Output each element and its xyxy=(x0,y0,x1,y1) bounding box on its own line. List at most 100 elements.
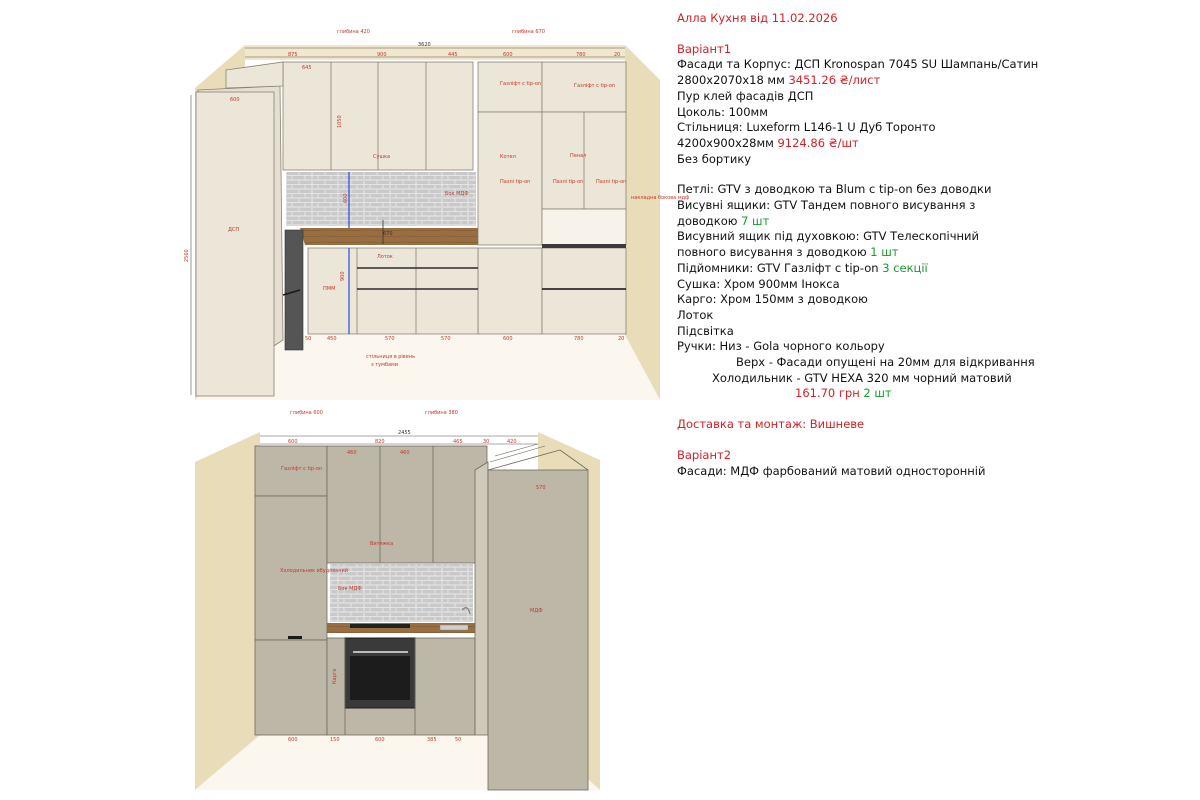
tall-cabinets xyxy=(477,111,627,335)
side-upper xyxy=(225,61,284,89)
d1-upper-height: 1050 xyxy=(337,115,343,128)
d1-top-dim-1: 900 xyxy=(377,52,387,58)
d2-right-dim: 570 xyxy=(536,485,546,491)
floor xyxy=(195,335,660,400)
backsplash xyxy=(286,172,476,226)
document-title: Алла Кухня від 11.02.2026 xyxy=(677,11,838,25)
d2-top-dim-4: 420 xyxy=(507,439,517,445)
d1-label-tray: Лоток xyxy=(377,254,393,260)
d1-top-dim-2: 445 xyxy=(448,52,458,58)
d1-bottom-dim-4: 600 xyxy=(503,336,513,342)
base-cabinets xyxy=(307,247,479,335)
facade-line-1: Фасади та Корпус: ДСП Kronospan 7045 SU … xyxy=(677,57,1039,72)
variant1-title: Варіант1 xyxy=(677,41,732,56)
d1-bottom-dim-0: 50 xyxy=(305,336,311,342)
facade-size: 2800х2070х18 мм xyxy=(677,73,789,88)
handles-fridge: Холодильник - GTV HEXA 320 мм чорний мат… xyxy=(712,370,1012,385)
d1-top-dim-3: 600 xyxy=(503,52,513,58)
oven-column xyxy=(284,229,304,351)
handles-price: 161.70 грн xyxy=(795,386,860,401)
d1-label-gaslift1: Газліфт с tip-on xyxy=(500,81,541,87)
backsplash-2 xyxy=(330,564,473,622)
specification-text: Алла Кухня від 11.02.2026 Варіант1 Фасад… xyxy=(677,11,1192,479)
d1-depth-top-right: глибина 670 xyxy=(512,29,545,35)
dryer-line: Сушка: Хром 900мм Інокса xyxy=(677,276,840,291)
d2-depth-left: глибина 600 xyxy=(290,410,323,416)
lifts-count: 3 секції xyxy=(882,260,928,275)
d1-bottom-dim-5: 780 xyxy=(574,336,584,342)
right-column xyxy=(487,469,589,791)
d1-fridge-depth: 600 xyxy=(230,97,240,103)
right-column-side xyxy=(474,461,489,736)
d1-top-dim-5: 20 xyxy=(614,52,620,58)
d2-bottom-dim-4: 50 xyxy=(455,737,461,743)
kitchen-drawing-variant2: глибина 600 глибина 380 2455 600 820 465… xyxy=(195,410,600,791)
d2-label-mdf-side: Бок МДФ xyxy=(338,586,362,592)
plinth-line: Цоколь: 100мм xyxy=(677,104,768,119)
d2-top-dim-3: 30 xyxy=(483,439,489,445)
handles-top: Верх - Фасади опущені на 20мм для відкри… xyxy=(736,355,1035,370)
d2-label-gaslift: Газліфт с tip-on xyxy=(281,466,322,472)
d1-label-push3: Пазлі tip-on xyxy=(596,179,626,185)
facade-price: 3451.26 ₴/лист xyxy=(788,73,881,88)
hinges-line: Петлі: GTV з доводкою та Blum с tip-on б… xyxy=(677,182,992,197)
d2-bottom-dim-0: 600 xyxy=(288,737,298,743)
fridge-column xyxy=(195,91,275,397)
handles-price-line: 161.70 грн 2 шт xyxy=(677,386,1192,402)
d2-top-dim-2: 465 xyxy=(453,439,463,445)
variant2-facade: Фасади: МДФ фарбований матовий односторо… xyxy=(677,463,986,478)
lighting-line: Підсвітка xyxy=(677,323,734,338)
d2-upper-dim-0: 460 xyxy=(347,450,357,456)
handles-line: Ручки: Низ - Gola чорного кольору xyxy=(677,339,1192,355)
no-border-line: Без бортику xyxy=(677,151,752,166)
worktop-size: 4200х900х28мм xyxy=(677,135,778,150)
wall-back xyxy=(245,45,625,60)
facade-line-2: 2800х2070х18 мм 3451.26 ₴/лист xyxy=(677,73,1192,89)
upper-cabinets xyxy=(282,61,627,171)
handles-bottom: Низ - Gola чорного кольору xyxy=(719,339,885,354)
d1-worktop-note-1: стільниця в рівень xyxy=(366,354,415,360)
delivery-line: Доставка та монтаж: Вишневе xyxy=(677,417,865,432)
worktop-line-1: Стільниця: Luxeform L146-1 U Дуб Торонто xyxy=(677,120,936,135)
d1-label-boiler: Котел xyxy=(500,154,516,160)
d1-bottom-dim-3: 570 xyxy=(441,336,451,342)
drawers-line: Висувні ящики: GTV Тандем повного висува… xyxy=(677,198,1017,229)
d2-label-dryer: Витяжка xyxy=(370,541,393,547)
d1-label-push2: Пазлі tip-on xyxy=(553,179,583,185)
d1-worktop-depth: 670 xyxy=(383,231,393,237)
worktop-line-2: 4200х900х28мм 9124.86 ₴/шт xyxy=(677,136,1192,152)
d2-bottom-dim-3: 385 xyxy=(427,737,437,743)
tray-line: Лоток xyxy=(677,307,714,322)
kitchen-drawing-variant1: глибина 420 глибина 670 3620 875 900 445… xyxy=(184,29,689,400)
d2-label-mdf: МДФ xyxy=(530,608,543,614)
drawers-text: Висувні ящики: GTV Тандем повного висува… xyxy=(677,198,976,228)
d2-top-dim-0: 600 xyxy=(288,439,298,445)
d1-label-dsp: ДСП xyxy=(228,227,239,233)
d1-label-pmm: ПММ xyxy=(323,286,335,292)
d1-top-dim-0: 875 xyxy=(288,52,298,58)
d1-top-dim-4: 780 xyxy=(576,52,586,58)
d1-label-mdf-side: Бок МДФ xyxy=(445,191,469,197)
d1-label-gaslift2: Газліфт с tip-on xyxy=(574,83,615,89)
drawers-count: 7 шт xyxy=(741,213,770,228)
glue-line: Пур клей фасадів ДСП xyxy=(677,88,814,103)
oven-drawer-count: 1 шт xyxy=(870,245,899,260)
handles-label: Ручки: xyxy=(677,339,720,354)
d1-bottom-dim-2: 570 xyxy=(385,336,395,342)
lifts-line: Підйомники: GTV Газліфт с tip-on 3 секці… xyxy=(677,261,1192,277)
cargo-line: Карго: Хром 150мм з доводкою xyxy=(677,292,868,307)
d2-label-built-fridge: Холодильник вбудований xyxy=(280,567,348,574)
oven-drawer-line: Висувний ящик під духовкою: GTV Телескоп… xyxy=(677,229,1017,260)
d2-bottom-dim-2: 600 xyxy=(375,737,385,743)
d1-label-side-panel: накладна бокова мдф xyxy=(631,195,689,201)
d2-bottom-dim-1: 150 xyxy=(330,737,340,743)
wall-left-2 xyxy=(195,432,260,790)
handles-count: 2 шт xyxy=(859,386,892,401)
d1-bottom-dim-6: 20 xyxy=(618,336,624,342)
d1-bottom-dim-1: 450 xyxy=(327,336,337,342)
d2-total-width: 2455 xyxy=(398,430,411,436)
d2-top-dim-1: 820 xyxy=(375,439,385,445)
upper-cabinets-2 xyxy=(326,445,488,564)
worktop xyxy=(300,228,478,245)
